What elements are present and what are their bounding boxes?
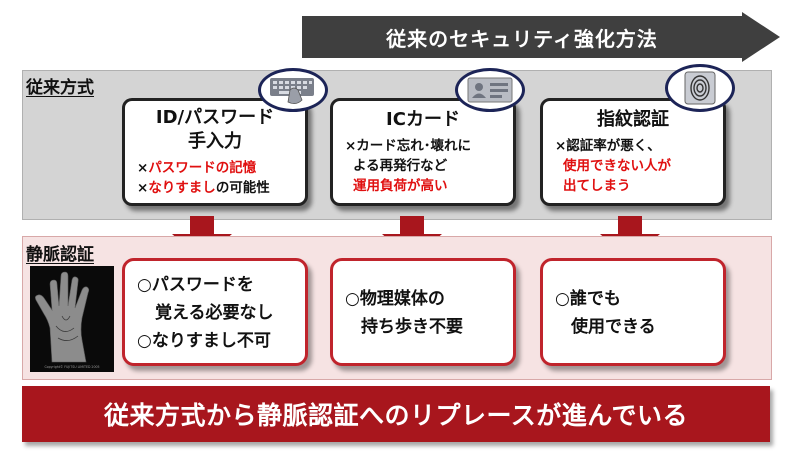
vein-benefit-card: ○パスワードを 覚える必要なし ○なりすまし不可 bbox=[122, 258, 308, 366]
benefit-line: ○誰でも bbox=[555, 289, 621, 309]
security-methods-banner-arrow bbox=[302, 12, 780, 62]
card-title-line: ICカード bbox=[386, 109, 460, 130]
banner-title: 従来のセキュリティ強化方法 bbox=[386, 26, 658, 51]
vein-authentication-label: 静脈認証 bbox=[26, 245, 94, 265]
id-card-oval bbox=[455, 68, 525, 112]
card-note-highlight: 出てしまう bbox=[563, 178, 631, 194]
palm-vein-image: Copyright© FUJITSU LIMITED 2005 bbox=[30, 266, 114, 372]
card-note-highlight: 使用できない人が bbox=[563, 158, 671, 174]
card-note: ×パスワードの記憶 bbox=[137, 160, 257, 176]
card-title-line: ID/パスワード bbox=[155, 107, 275, 128]
fingerprint-icon bbox=[684, 71, 716, 105]
card-note: ×認証率が悪く、 bbox=[555, 138, 661, 154]
benefit-line: ○パスワードを bbox=[137, 275, 254, 295]
benefit-line: 持ち歩き不要 bbox=[361, 317, 463, 337]
vein-benefit-card: ○物理媒体の 持ち歩き不要 bbox=[330, 258, 516, 366]
card-ic-card: ICカード ×カード忘れ･壊れに よる再発行など 運用負荷が高い bbox=[330, 98, 516, 206]
card-note: ×カード忘れ･壊れに bbox=[345, 138, 472, 154]
id-card-icon bbox=[467, 77, 513, 103]
image-copyright-caption: Copyright© FUJITSU LIMITED 2005 bbox=[44, 365, 99, 369]
benefit-line: ○なりすまし不可 bbox=[137, 331, 271, 351]
benefit-line: 使用できる bbox=[571, 317, 656, 337]
vein-benefit-card: ○誰でも 使用できる bbox=[540, 258, 726, 366]
benefit-line: ○物理媒体の bbox=[345, 289, 445, 309]
card-title-line: 指紋認証 bbox=[597, 109, 669, 130]
card-title-line: 手入力 bbox=[188, 131, 242, 152]
card-id-password: ID/パスワード 手入力 ×パスワードの記憶 ×なりすましの可能性 bbox=[122, 98, 308, 206]
conventional-methods-label: 従来方式 bbox=[26, 78, 94, 98]
conclusion-banner: 従来方式から静脈認証へのリプレースが進んでいる bbox=[22, 386, 770, 442]
card-fingerprint: 指紋認証 ×認証率が悪く、 使用できない人が 出てしまう bbox=[540, 98, 726, 206]
card-note-highlight: 運用負荷が高い bbox=[353, 178, 448, 194]
fingerprint-oval bbox=[665, 64, 735, 112]
benefit-line: 覚える必要なし bbox=[155, 303, 274, 323]
card-note: よる再発行など bbox=[353, 158, 448, 174]
card-note: ×なりすましの可能性 bbox=[137, 180, 270, 196]
keyboard-hand-icon bbox=[270, 78, 314, 104]
keyboard-oval bbox=[258, 68, 328, 112]
